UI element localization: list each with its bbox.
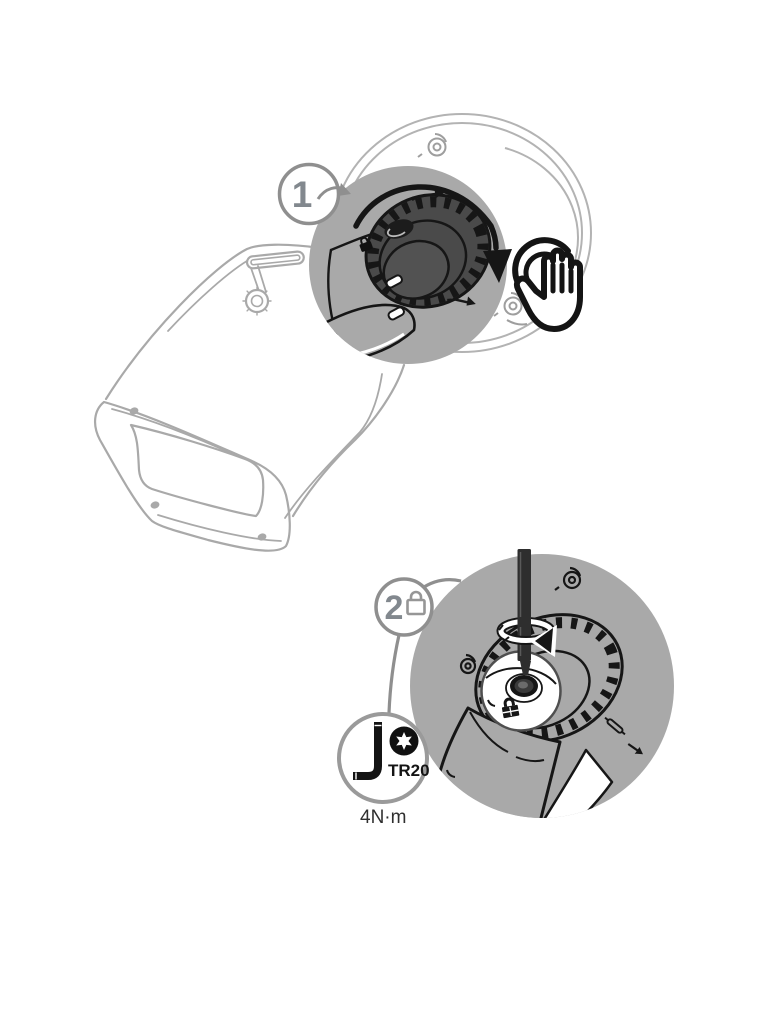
ring-detail-swirl (384, 219, 414, 239)
torx-driver (517, 549, 531, 675)
torx-key-icon (353, 722, 382, 780)
step2-badge: 2 (374, 577, 462, 714)
rotation-arrow (353, 184, 512, 283)
set-screw-inset (480, 650, 562, 732)
tool-size-label: TR20 (388, 761, 430, 780)
set-screw (505, 673, 543, 703)
barrel-clip-icon (385, 274, 405, 321)
camera-face-screw-icon (129, 407, 267, 541)
tool-callout: TR20 (337, 712, 430, 804)
plate-screw-icon (417, 133, 528, 326)
padlock-icon (406, 590, 426, 616)
step2-plate-screw-icon (459, 566, 582, 675)
hand-tighten-icon (512, 237, 583, 332)
step2-sunshade-edge (538, 748, 614, 818)
counterclockwise-arrow-icon (496, 617, 557, 657)
step1-badge: 1 (277, 162, 351, 226)
spring-screw-icon (604, 716, 644, 755)
step2-number: 2 (385, 589, 404, 627)
step1-number: 1 (292, 174, 313, 215)
lock-marking-icon (359, 236, 373, 252)
thumbscrew-icon (242, 265, 272, 316)
inset-lock-marking-icon (501, 697, 520, 719)
rotate-clockwise-arrow-icon (316, 183, 351, 200)
torque-label: 4N·m (360, 807, 406, 828)
camera-body (94, 243, 406, 552)
sunshade-slot (245, 250, 305, 270)
torx-bit-icon (389, 726, 419, 756)
camera-window (129, 423, 265, 518)
